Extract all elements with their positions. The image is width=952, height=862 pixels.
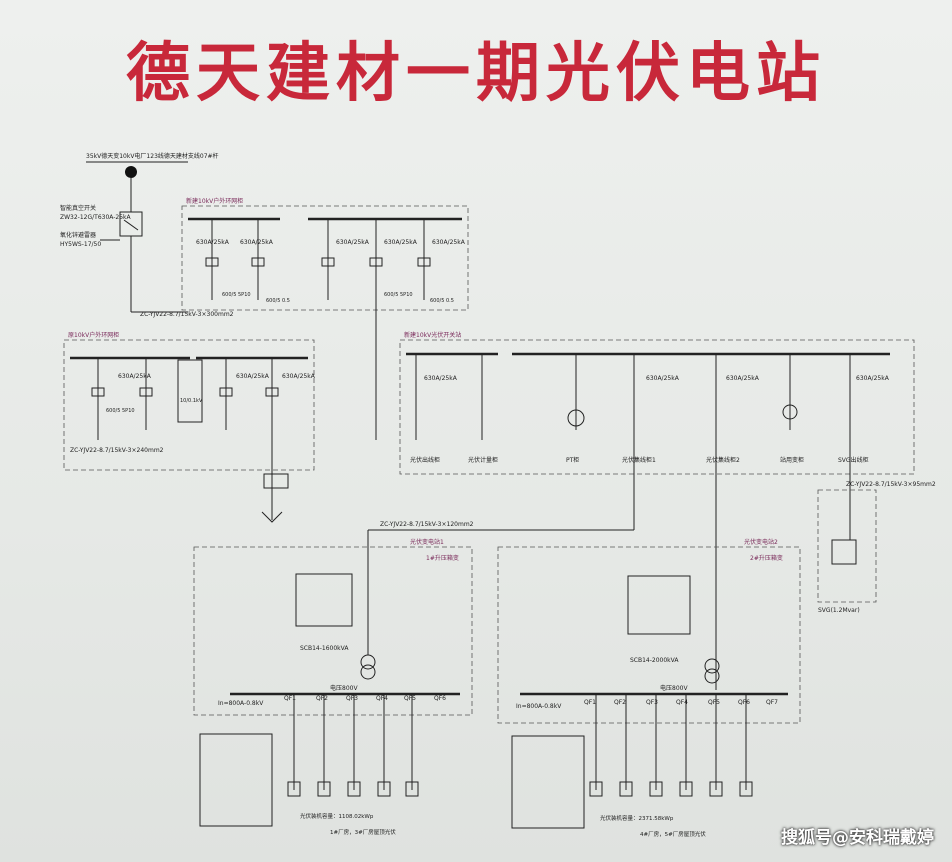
cable-left-label: ZC-YJV22-8.7/15kV-3×240mm2 bbox=[70, 447, 164, 454]
rmu-bays: 630A/25kA 600/5 5P10 630A/25kA 600/5 0.5 6… bbox=[196, 219, 466, 304]
svg-text:600/5 5P10: 600/5 5P10 bbox=[384, 292, 413, 298]
qf-right-1: QF1 bbox=[584, 699, 596, 706]
arrester-label: 氧化锌避雷器 bbox=[60, 231, 96, 239]
substation1-title: 光伏变电站1 bbox=[410, 538, 444, 546]
source-pole bbox=[125, 166, 137, 178]
ring-main-old-label: 原10kV户外环网柜 bbox=[68, 331, 119, 339]
page-title: 德天建材一期光伏电站 bbox=[126, 37, 826, 111]
cable-mid-label: ZC-YJV22-8.7/15kV-3×120mm2 bbox=[380, 521, 474, 528]
qf-right-group: QF1 QF2 QF3 QF4 QF5 QF6 QF7 bbox=[584, 699, 778, 706]
svg-text:电压800V: 电压800V bbox=[660, 684, 688, 692]
qf-left-1: QF1 bbox=[284, 695, 296, 702]
qf-left-2: QF2 bbox=[316, 695, 328, 702]
svg-text:1#升压箱变: 1#升压箱变 bbox=[426, 554, 459, 562]
qf-right-4: QF4 bbox=[676, 699, 688, 706]
svg-text:光伏计量柜: 光伏计量柜 bbox=[468, 456, 498, 464]
qf-right-7: QF7 bbox=[766, 699, 778, 706]
svg-text:600/5 5P10: 600/5 5P10 bbox=[222, 292, 251, 298]
svg-text:630A/25kA: 630A/25kA bbox=[236, 373, 270, 380]
ring-main-new-label: 新建10kV户外环网柜 bbox=[186, 197, 243, 205]
old-rmu-bays: 600/5 5P10 630A/25kA 10/0.1kV 630A/25kA … bbox=[91, 358, 316, 470]
svg-text:630A/25kA: 630A/25kA bbox=[432, 239, 466, 246]
switch-station-label: 新建10kV光伏开关站 bbox=[404, 331, 461, 339]
svg-text:In=800A-0.8kV: In=800A-0.8kV bbox=[218, 700, 264, 707]
switch-station-box bbox=[399, 339, 915, 475]
svg-text:站用变柜: 站用变柜 bbox=[780, 456, 804, 464]
breaker-model: ZW32-12G/T630A-25kA bbox=[60, 214, 132, 221]
sub2-feeders bbox=[589, 694, 753, 797]
svg-text:SVG出线柜: SVG出线柜 bbox=[838, 456, 869, 464]
svg-text:4#厂房，5#厂房屋顶光伏: 4#厂房，5#厂房屋顶光伏 bbox=[640, 830, 706, 838]
qf-right-3: QF3 bbox=[646, 699, 658, 706]
svg-text:1#厂房，3#厂房屋顶光伏: 1#厂房，3#厂房屋顶光伏 bbox=[330, 828, 396, 836]
svg-text:600/5 5P10: 600/5 5P10 bbox=[106, 408, 135, 414]
svg-box bbox=[817, 489, 877, 603]
substation1-box bbox=[193, 546, 473, 716]
svg-text:630A/25kA: 630A/25kA bbox=[424, 375, 458, 382]
svg-text:光伏出线柜: 光伏出线柜 bbox=[410, 456, 440, 464]
svg-text:630A/25kA: 630A/25kA bbox=[196, 239, 230, 246]
svg-text:光伏集线柜1: 光伏集线柜1 bbox=[622, 456, 656, 464]
svg-text:630A/25kA: 630A/25kA bbox=[282, 373, 316, 380]
arrester-model: HY5WS-17/50 bbox=[60, 241, 101, 248]
qf-right-2: QF2 bbox=[614, 699, 626, 706]
svg-text:630A/25kA: 630A/25kA bbox=[384, 239, 418, 246]
svg-text:2#升压箱变: 2#升压箱变 bbox=[750, 554, 783, 562]
sub1-feeders bbox=[287, 694, 419, 797]
qf-right-6: QF6 bbox=[738, 699, 750, 706]
svg-text:630A/25kA: 630A/25kA bbox=[856, 375, 890, 382]
qf-left-5: QF5 bbox=[404, 695, 416, 702]
svg-text:630A/25kA: 630A/25kA bbox=[240, 239, 274, 246]
svg-text:630A/25kA: 630A/25kA bbox=[646, 375, 680, 382]
station-bays: 630A/25kA 光伏出线柜 光伏计量柜 PT柜 630A/25kA 光伏集线柜1… bbox=[410, 354, 890, 500]
svg-text:SCB14-2000kVA: SCB14-2000kVA bbox=[630, 657, 679, 664]
substation2-box bbox=[497, 546, 801, 724]
svg-text:光伏装机容量：2371.58kWp: 光伏装机容量：2371.58kWp bbox=[600, 814, 674, 822]
svg-text:SCB14-1600kVA: SCB14-1600kVA bbox=[300, 645, 349, 652]
svg-text:In=800A-0.8kV: In=800A-0.8kV bbox=[516, 703, 562, 710]
svg-text:600/5 0.5: 600/5 0.5 bbox=[266, 298, 290, 304]
sub1-equipment-list bbox=[295, 573, 353, 627]
svg-text:600/5 0.5: 600/5 0.5 bbox=[430, 298, 454, 304]
substation2-title: 光伏变电站2 bbox=[744, 538, 778, 546]
watermark: 搜狐号@安科瑞戴婷 bbox=[781, 828, 934, 848]
svg-text:630A/25kA: 630A/25kA bbox=[726, 375, 760, 382]
cable-svg-label: ZC-YJV22-8.7/15kV-3×95mm2 bbox=[846, 481, 936, 488]
qf-left-group: QF1 QF2 QF3 QF4 QF5 QF6 bbox=[284, 695, 446, 702]
svg-text:10/0.1kV: 10/0.1kV bbox=[180, 398, 203, 404]
breaker-label: 智能真空开关 bbox=[60, 204, 96, 212]
sub2-equipment-list bbox=[627, 575, 691, 635]
qf-right-5: QF5 bbox=[708, 699, 720, 706]
svg-text:PT柜: PT柜 bbox=[566, 456, 579, 464]
svg-text:630A/25kA: 630A/25kA bbox=[336, 239, 370, 246]
ring-main-old-box bbox=[63, 339, 315, 471]
cable-main-label: ZC-YJV22-8.7/15kV-3×300mm2 bbox=[140, 311, 234, 318]
svg-text:电压800V: 电压800V bbox=[330, 684, 358, 692]
qf-left-6: QF6 bbox=[434, 695, 446, 702]
ring-main-new-box bbox=[181, 205, 469, 311]
svg-label: SVG(1.2Mvar) bbox=[818, 607, 860, 614]
svg-text:光伏装机容量：1108.02kWp: 光伏装机容量：1108.02kWp bbox=[300, 812, 374, 820]
sub2-notes bbox=[511, 735, 585, 829]
qf-left-3: QF3 bbox=[346, 695, 358, 702]
qf-left-4: QF4 bbox=[376, 695, 388, 702]
grid-source-label: 35kV德天变10kV电厂123线德天建材支线07#杆 bbox=[86, 152, 219, 160]
svg-text:光伏集线柜2: 光伏集线柜2 bbox=[706, 456, 740, 464]
sub1-notes bbox=[199, 733, 273, 827]
svg-text:630A/25kA: 630A/25kA bbox=[118, 373, 152, 380]
